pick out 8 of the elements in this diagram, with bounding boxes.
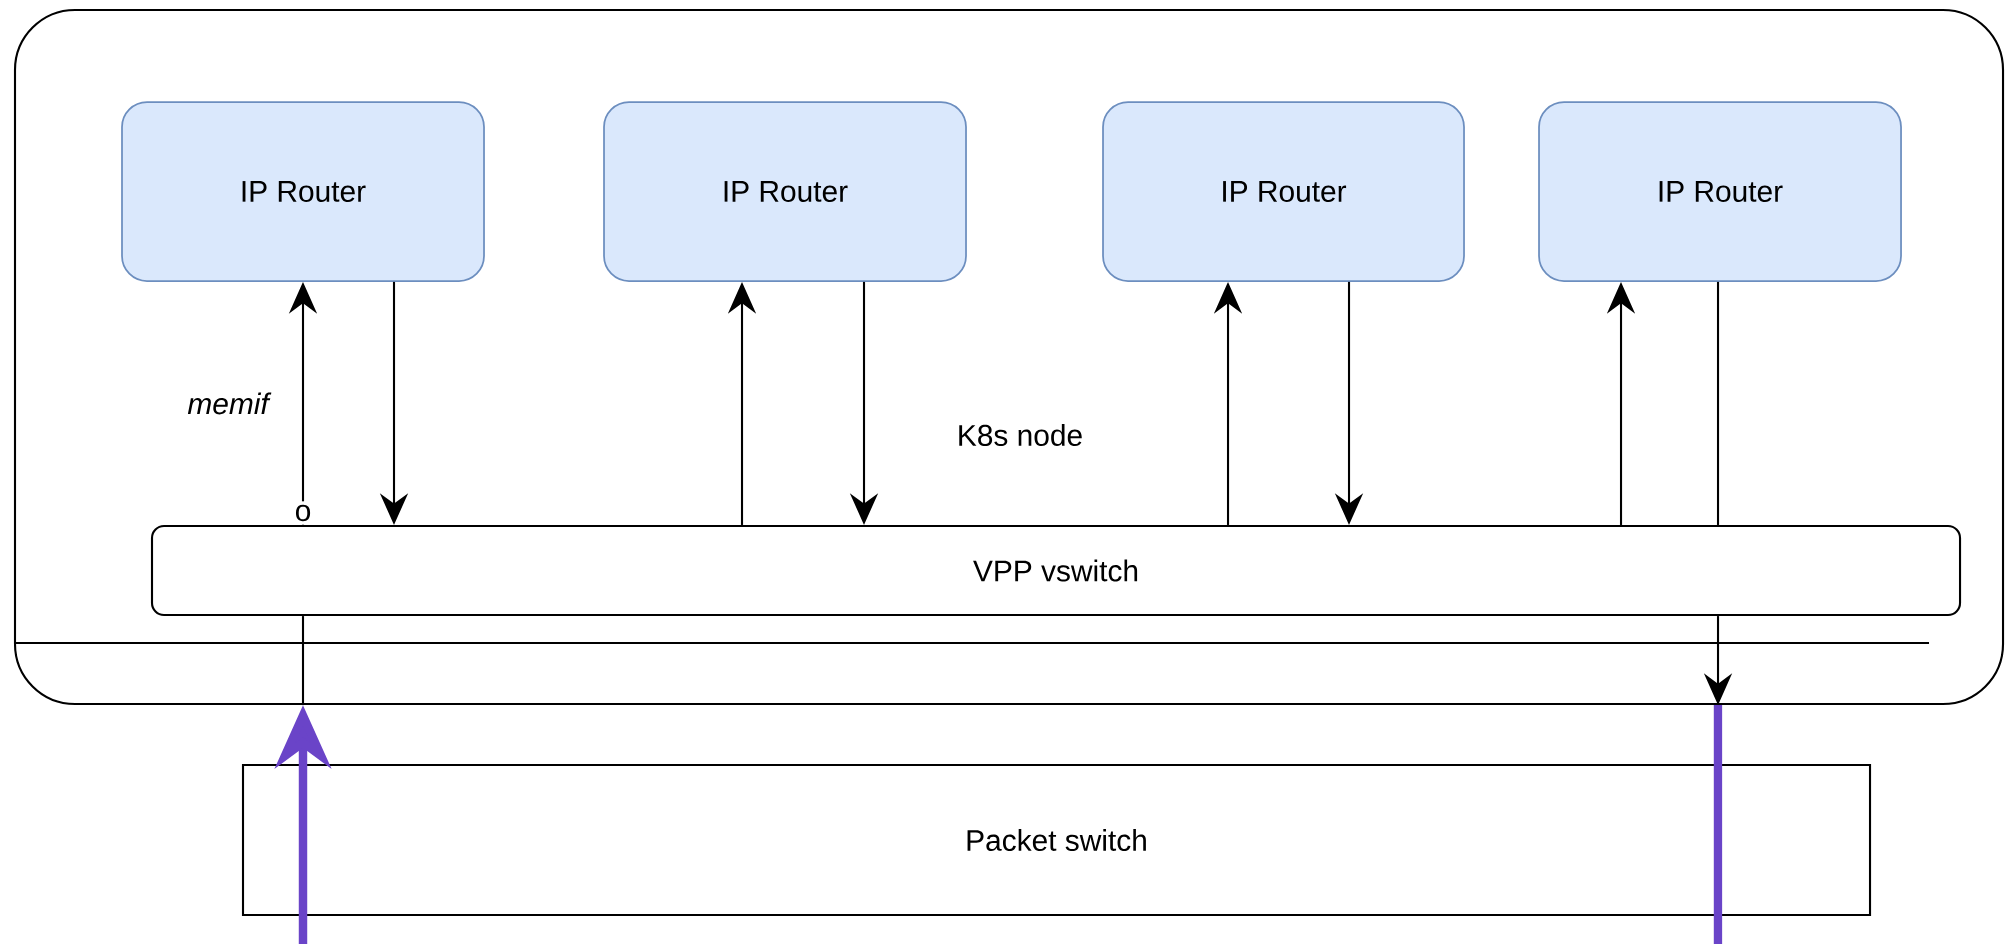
edge-label: memif: [187, 392, 272, 415]
router-box: IP Router: [121, 101, 485, 282]
switch-bar: VPP vswitch: [150, 524, 1962, 617]
switch-box: Packet switch: [241, 763, 1872, 917]
router-box: IP Router: [1538, 101, 1902, 282]
port-label: o: [295, 504, 311, 522]
router-box: IP Router: [1102, 101, 1465, 282]
router-box: IP Router: [603, 101, 967, 282]
